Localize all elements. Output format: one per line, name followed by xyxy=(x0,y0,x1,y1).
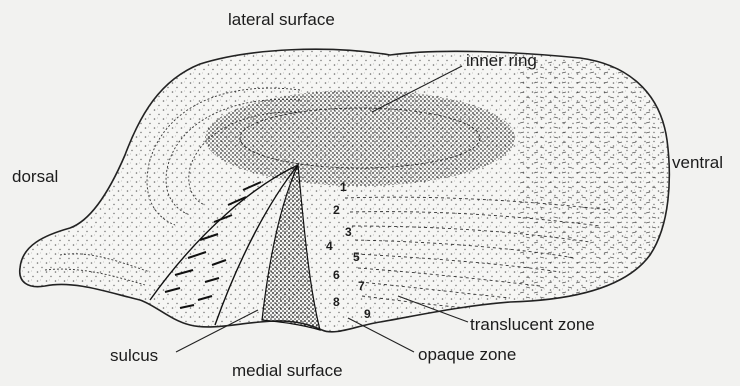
ring-number: 1 xyxy=(340,180,347,194)
ring-number: 6 xyxy=(333,268,340,282)
label-translucent-zone: translucent zone xyxy=(470,315,595,334)
ring-number: 9 xyxy=(364,307,371,321)
ring-number: 4 xyxy=(326,239,333,253)
opaque-zone-leader xyxy=(348,318,414,352)
label-lateral-surface: lateral surface xyxy=(228,10,335,29)
label-medial-surface: medial surface xyxy=(232,361,343,380)
ring-number: 5 xyxy=(353,250,360,264)
ring-number: 7 xyxy=(358,279,365,293)
ring-number: 8 xyxy=(333,295,340,309)
ring-number: 3 xyxy=(345,225,352,239)
label-opaque-zone: opaque zone xyxy=(418,345,516,364)
label-ventral: ventral xyxy=(672,153,723,172)
label-inner-ring: inner ring xyxy=(466,51,537,70)
ring-number: 2 xyxy=(333,203,340,217)
label-dorsal: dorsal xyxy=(12,167,58,186)
label-sulcus: sulcus xyxy=(110,346,158,365)
inner-ring-zone xyxy=(205,90,515,186)
